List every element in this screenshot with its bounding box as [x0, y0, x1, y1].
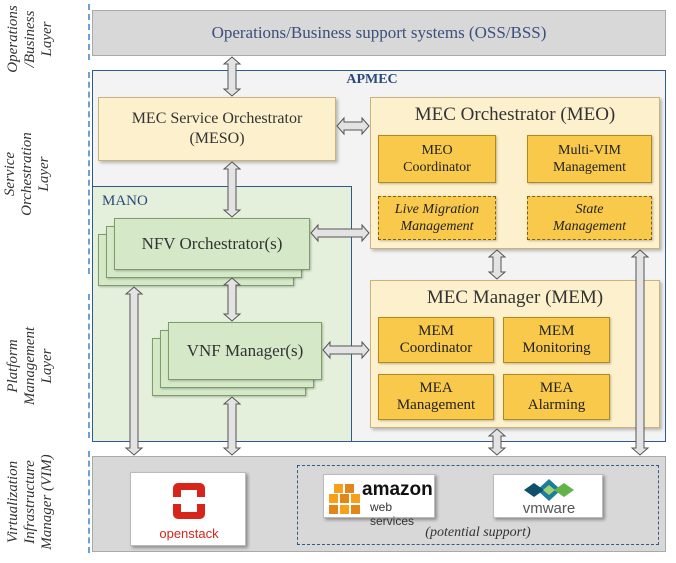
openstack-logo-box: openstack	[130, 472, 246, 546]
service-layer-bracket	[82, 72, 90, 274]
service-layer-label: Service Orchestration Layer	[1, 132, 52, 216]
meo-title: MEC Orchestrator (MEO)	[414, 104, 616, 125]
apmec-title: APMEC	[346, 72, 398, 87]
amazon-wordmark: amazon	[362, 479, 433, 500]
potential-support-region	[297, 465, 659, 545]
openstack-icon	[170, 483, 208, 519]
vim-layer-bracket	[82, 451, 90, 553]
potential-support-label: (potential support)	[425, 525, 531, 540]
amazon-web-services-wordmark: web services	[370, 500, 415, 528]
vmware-icon	[524, 479, 574, 501]
mano-title: MANO	[102, 193, 148, 209]
vmware-logo-box: vmware	[493, 474, 603, 518]
operations-layer-bracket	[82, 4, 90, 60]
vmware-wordmark: vmware	[522, 500, 576, 517]
meso-box: MEC Service Orchestrator (MESO)	[98, 97, 336, 161]
mem-title: MEC Manager (MEM)	[426, 287, 604, 308]
platform-layer-label: Platform Management Layer	[4, 326, 55, 406]
oss-bss-label: Operations/Business support systems (OSS…	[211, 23, 547, 42]
amazon-logo-box: amazon web services	[323, 474, 435, 528]
operations-layer-label: Operations /Business Layer	[4, 5, 55, 73]
nfvo-box: NFV Orchestrator(s)	[114, 218, 310, 270]
platform-layer-bracket	[82, 294, 90, 438]
openstack-wordmark: openstack	[159, 526, 219, 541]
amazon-web-services-icon	[329, 484, 360, 514]
vnfm-box: VNF Manager(s)	[168, 322, 322, 380]
vim-layer-label: Virtualization Infrastructure Manager (V…	[4, 454, 55, 550]
oss-bss-box: Operations/Business support systems (OSS…	[92, 10, 666, 56]
